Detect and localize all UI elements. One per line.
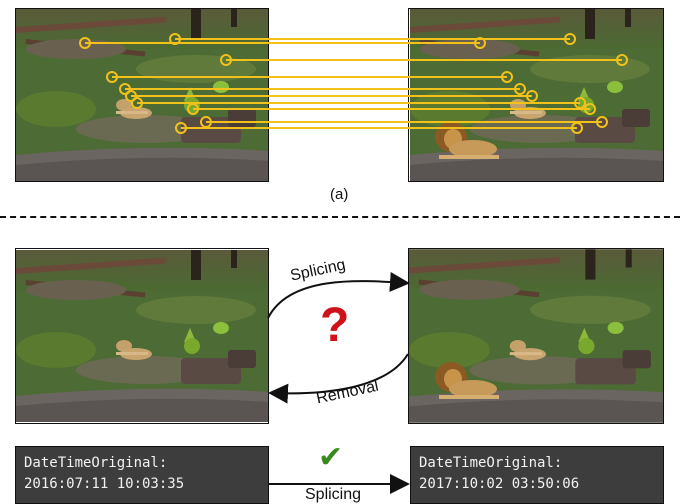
keypoint-marker xyxy=(526,90,538,102)
exif-right-field: DateTimeOriginal: xyxy=(419,455,563,471)
question-mark-icon: ? xyxy=(320,299,350,352)
photo-b-with-lion xyxy=(408,248,664,424)
keypoint-marker xyxy=(175,122,187,134)
keypoint-marker xyxy=(187,103,199,115)
keypoint-matches xyxy=(79,33,628,134)
exif-box-left: DateTimeOriginal: 2016:07:11 10:03:35 xyxy=(15,446,269,504)
keypoint-marker xyxy=(571,122,583,134)
splicing-arrow xyxy=(267,271,410,319)
keypoint-marker xyxy=(119,83,131,95)
removal-arrow xyxy=(268,353,409,404)
exif-left-field: DateTimeOriginal: xyxy=(24,455,168,471)
keypoint-marker xyxy=(616,54,628,66)
keypoint-marker xyxy=(220,54,232,66)
keypoint-marker xyxy=(564,33,576,45)
bottom-splicing-label: Splicing xyxy=(305,486,362,503)
keypoint-marker xyxy=(125,90,137,102)
section-divider xyxy=(0,216,680,218)
keypoint-marker xyxy=(169,33,181,45)
keypoint-marker xyxy=(131,97,143,109)
exif-right-value: 2017:10:02 03:50:06 xyxy=(419,476,580,492)
keypoint-marker xyxy=(79,37,91,49)
keypoint-marker xyxy=(106,71,118,83)
keypoint-marker xyxy=(584,103,596,115)
keypoint-marker xyxy=(501,71,513,83)
panel-a-caption: (a) xyxy=(330,186,349,203)
keypoint-marker xyxy=(514,83,526,95)
photo-b-without-lion xyxy=(15,248,269,424)
exif-left-value: 2016:07:11 10:03:35 xyxy=(24,476,185,492)
exif-box-right: DateTimeOriginal: 2017:10:02 03:50:06 xyxy=(410,446,664,504)
keypoint-marker xyxy=(596,116,608,128)
check-mark-icon: ✔ xyxy=(318,440,344,475)
